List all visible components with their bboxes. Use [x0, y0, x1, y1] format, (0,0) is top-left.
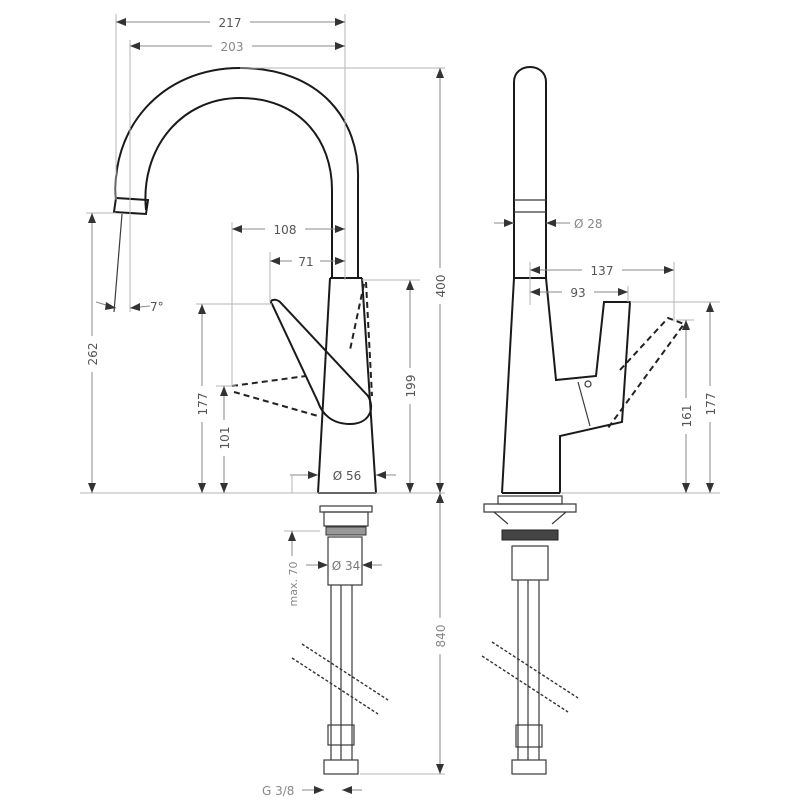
lever-open-dashed	[231, 375, 307, 387]
mount-plate	[483, 503, 577, 525]
dim-side-lever-reach: 93	[570, 286, 585, 300]
mount-shank	[511, 545, 549, 581]
dim-side-lever-reach-open: 137	[591, 264, 614, 278]
lever-handle	[270, 298, 373, 426]
break-line	[301, 643, 389, 701]
dim-hose-length: 840	[434, 625, 448, 648]
break-line	[481, 655, 569, 713]
dim-mounting-diameter: Ø 34	[332, 559, 361, 573]
dim-spout-angle: 7°	[150, 300, 164, 314]
lever-hinge	[577, 381, 591, 427]
dim-spout-diameter: Ø 28	[574, 217, 603, 231]
dim-lever-reach: 71	[298, 255, 313, 269]
mount-nut	[501, 529, 559, 541]
tap-body	[317, 277, 377, 494]
hose-nut	[323, 759, 359, 775]
spout-band	[514, 199, 546, 213]
dim-spout-reach: 203	[221, 40, 244, 54]
dim-spout-outlet-height: 262	[86, 343, 100, 366]
hose-fitting	[327, 724, 355, 746]
mount-shank	[327, 536, 363, 586]
dim-lever-reach-max: 108	[274, 223, 297, 237]
dim-overall-reach: 217	[219, 16, 242, 30]
spout-column	[513, 66, 547, 278]
hose-fitting	[515, 724, 543, 748]
dim-max-deck-thickness: max. 70	[287, 562, 300, 607]
hose-nut	[511, 759, 547, 775]
angle-line	[113, 213, 123, 313]
break-line	[491, 641, 579, 699]
lever-open-dashed	[607, 316, 686, 429]
dim-total-height: 400	[434, 275, 448, 298]
hinge-pin	[584, 380, 592, 388]
spout-inner-outline	[144, 96, 333, 278]
dim-lever-height-open: 101	[218, 427, 232, 450]
spout-outer-outline	[114, 66, 360, 278]
break-line	[291, 657, 379, 715]
lever-alt-dashed	[349, 283, 365, 351]
dim-body-height: 199	[404, 375, 418, 398]
mount-collar	[497, 495, 563, 505]
lever-alt-dashed-2	[365, 281, 373, 397]
dim-side-lever-height-open: 161	[680, 405, 694, 428]
tap-body-side	[501, 277, 632, 494]
mount-washer	[323, 511, 369, 527]
mount-nut	[325, 526, 367, 536]
dim-lever-height: 177	[196, 393, 210, 416]
side-view: Ø 28 137 93 161 177	[481, 66, 720, 775]
lever-open-dashed-2	[233, 391, 319, 417]
front-view: 217 203 400 262 7° 108 71	[80, 14, 448, 798]
dim-connection-thread: G 3/8	[262, 784, 294, 798]
dim-base-diameter: Ø 56	[333, 469, 362, 483]
mount-plate	[319, 505, 373, 513]
spout-nozzle	[112, 196, 150, 216]
dim-side-lever-height: 177	[704, 393, 718, 416]
